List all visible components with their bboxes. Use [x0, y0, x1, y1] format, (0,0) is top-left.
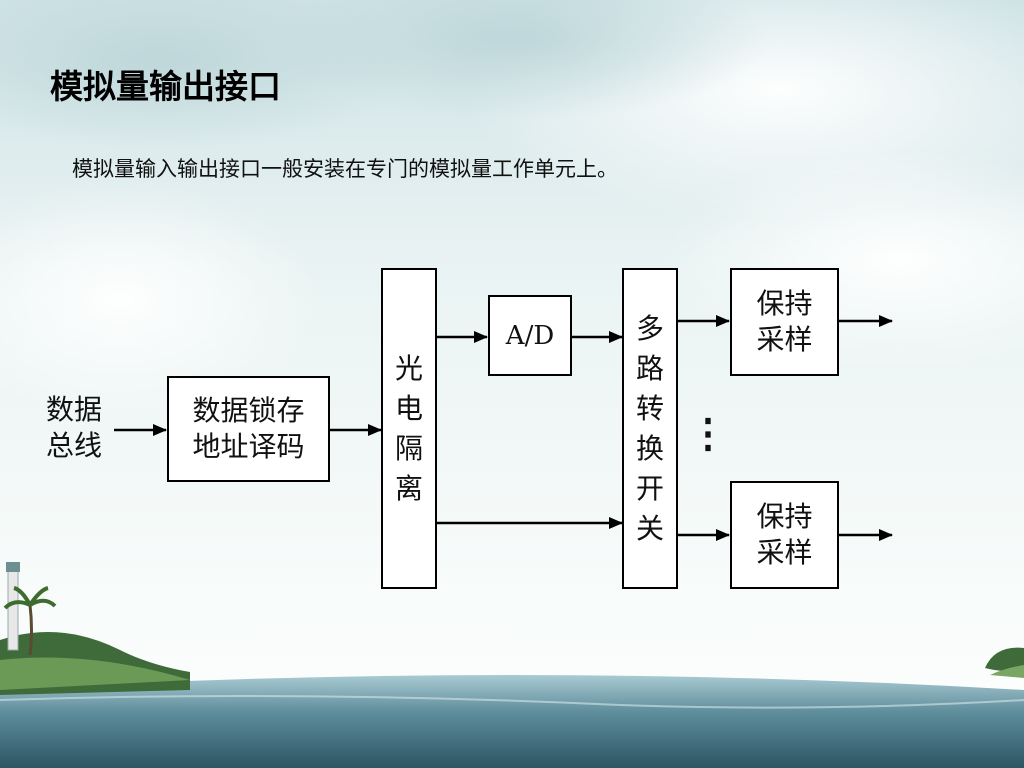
sample-hold-1-line1: 保持	[756, 287, 813, 320]
mux-char: 转	[635, 391, 664, 425]
sample-hold-1-line2: 采样	[756, 323, 813, 356]
latch-decode-box: 数据锁存 地址译码	[167, 376, 330, 482]
data-bus-label-line1: 数据	[45, 393, 102, 426]
data-bus-label: 数据 总线	[38, 392, 110, 464]
isolation-char: 隔	[394, 431, 423, 465]
isolation-char: 光	[394, 351, 423, 385]
adc-box: A/D	[488, 295, 572, 376]
latch-decode-line2: 地址译码	[192, 430, 305, 463]
page-subtitle: 模拟量输入输出接口一般安装在专门的模拟量工作单元上。	[72, 157, 618, 181]
mux-char: 关	[635, 511, 664, 545]
mux-char: 多	[635, 311, 664, 345]
multiplexer-box: 多路转换开关	[622, 268, 678, 589]
sample-hold-2-line2: 采样	[756, 536, 813, 569]
sample-hold-2-line1: 保持	[756, 500, 813, 533]
vertical-ellipsis: ⋮	[688, 410, 728, 457]
isolation-char: 离	[394, 471, 423, 505]
sample-hold-box-1: 保持 采样	[730, 268, 839, 376]
optical-isolation-box: 光电隔离	[381, 268, 437, 589]
isolation-char: 电	[394, 391, 423, 425]
latch-decode-line1: 数据锁存	[192, 394, 305, 427]
data-bus-label-line2: 总线	[45, 429, 102, 462]
mux-char: 路	[635, 351, 664, 385]
mux-char: 开	[635, 471, 664, 505]
page-title: 模拟量输出接口	[50, 67, 281, 106]
sample-hold-box-2: 保持 采样	[730, 481, 839, 589]
mux-char: 换	[635, 431, 664, 465]
adc-label: A/D	[505, 320, 555, 351]
